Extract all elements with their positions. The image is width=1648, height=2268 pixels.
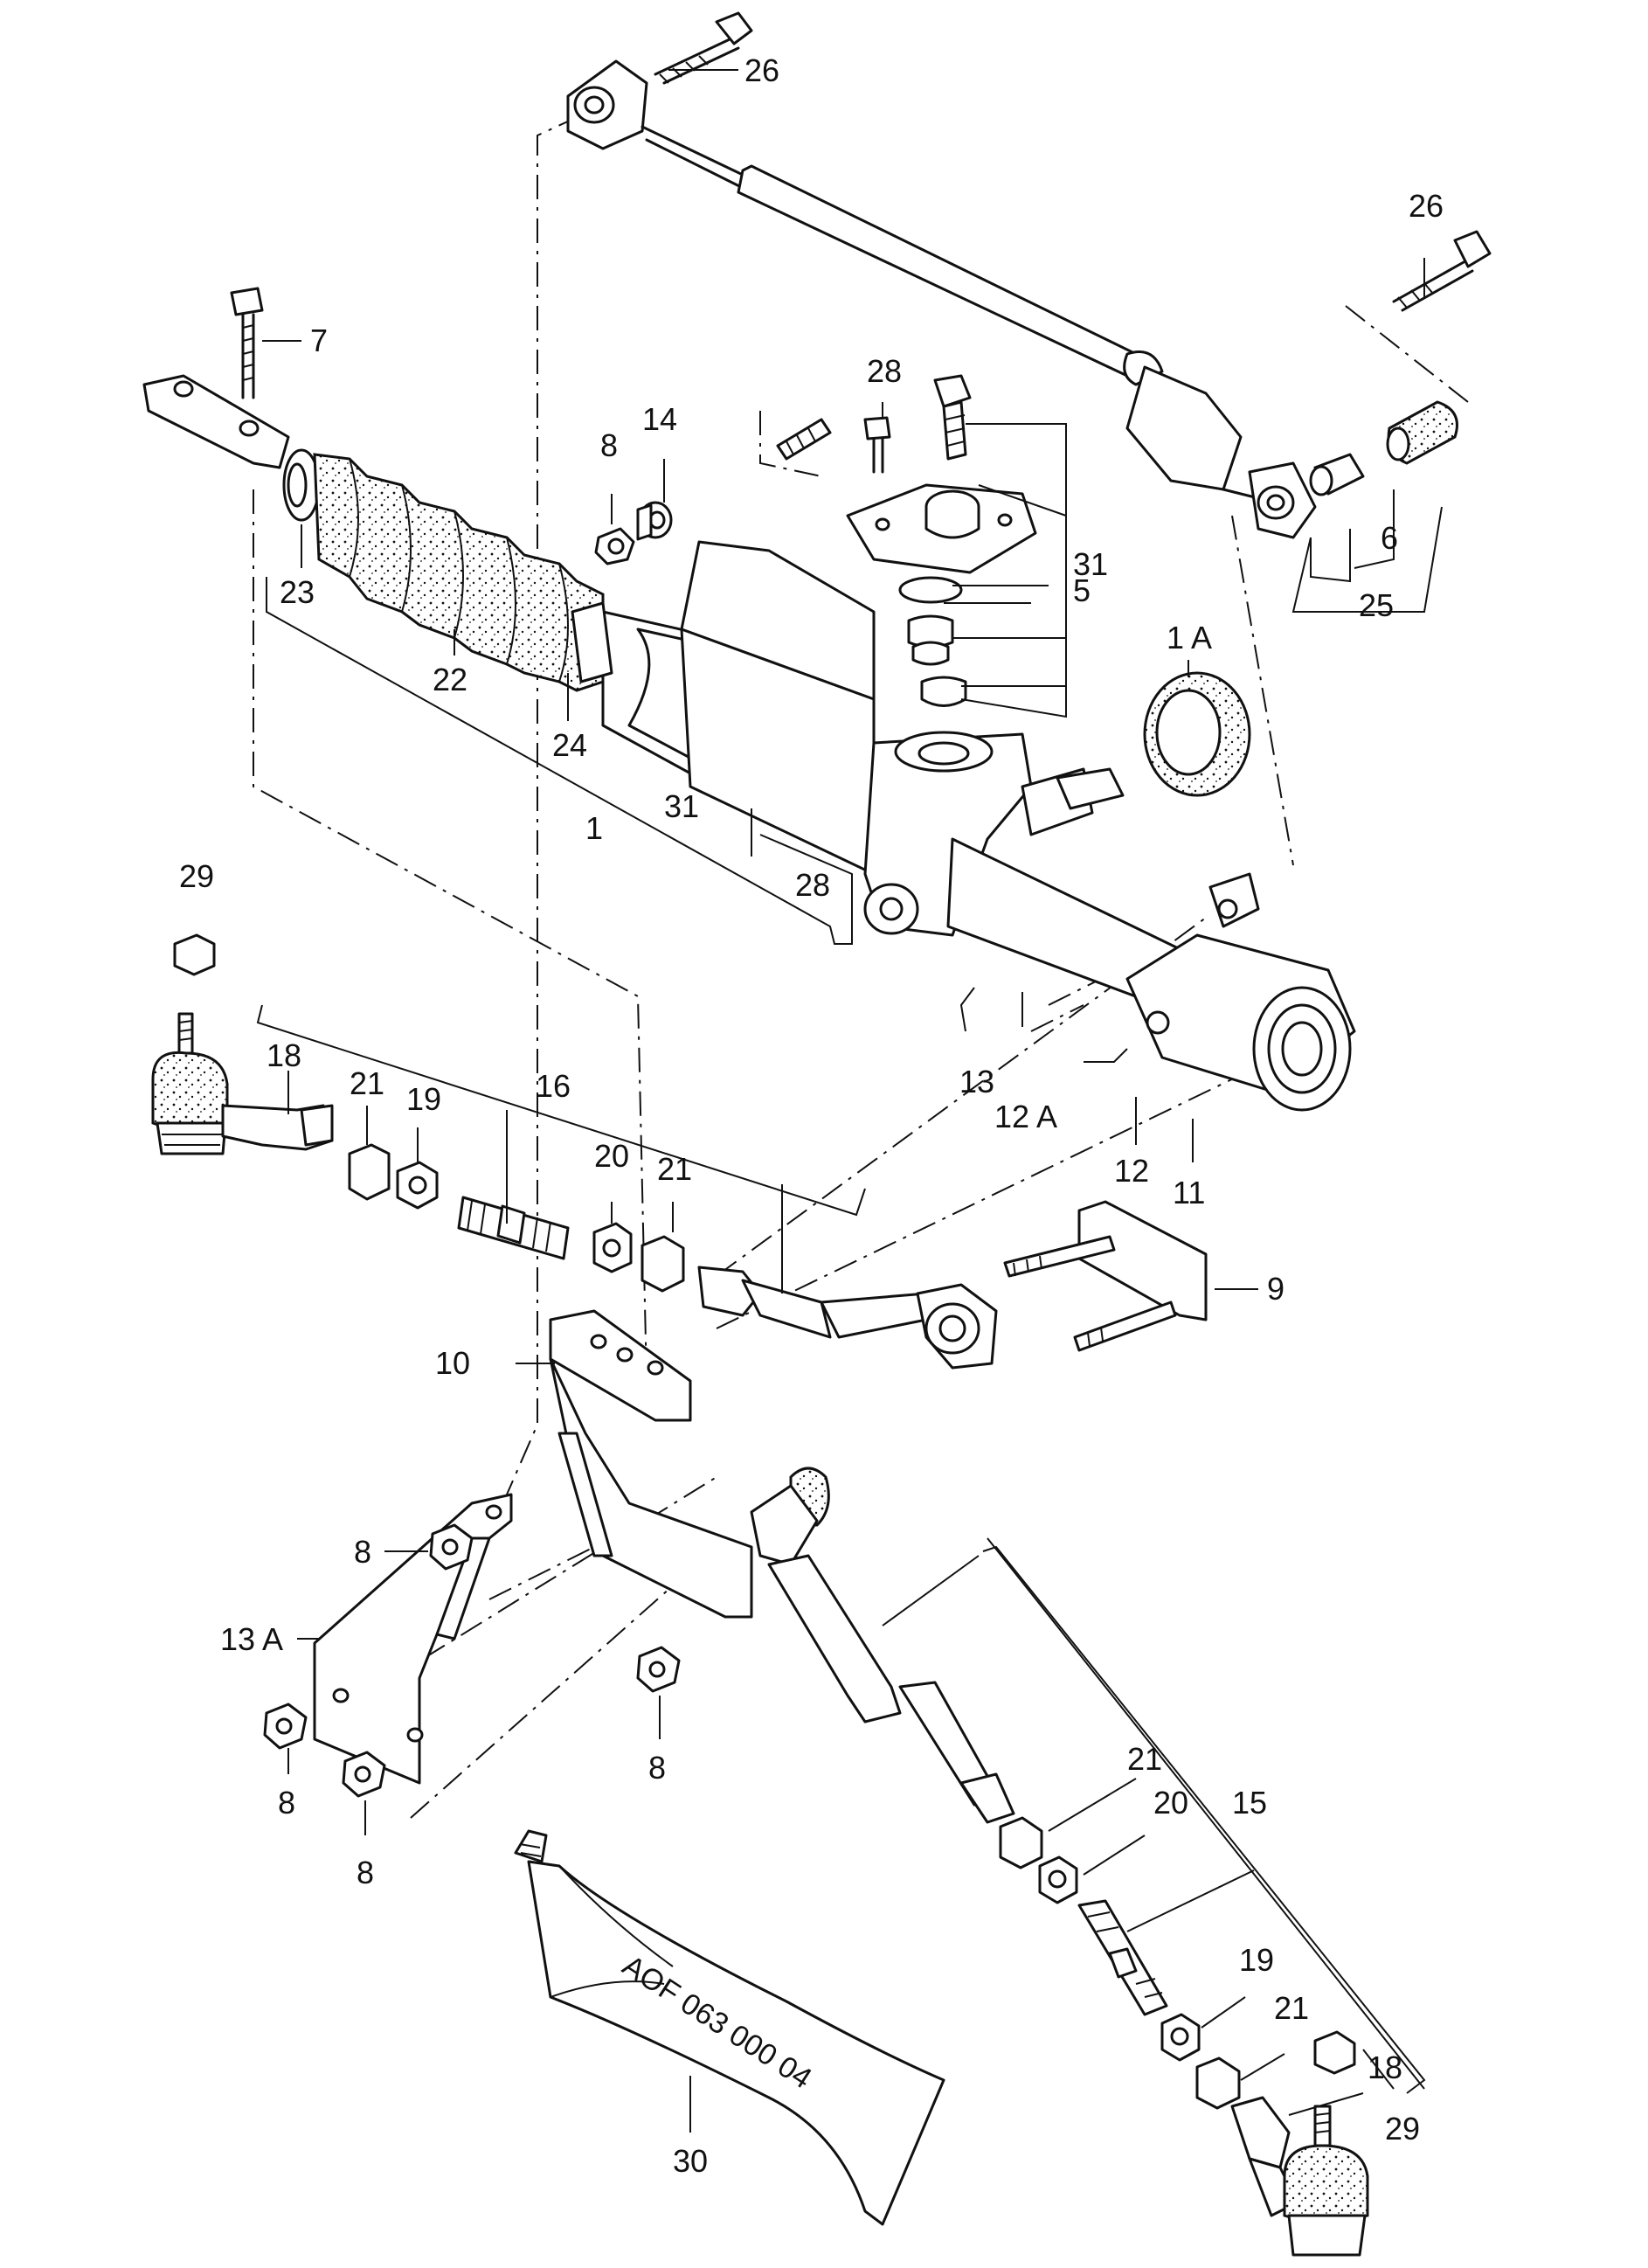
nut-19-right	[1160, 2013, 1201, 2062]
label-18-left: 18	[267, 1037, 301, 1073]
label-20-left: 20	[594, 1138, 629, 1174]
label-6: 6	[1381, 520, 1398, 556]
cover-plate-31	[846, 483, 1037, 707]
part-labels: 26 26 7 28 14 8 31 5 6 25 23 22 24 1 A 3…	[179, 52, 1444, 2179]
bolt-26-right	[1392, 230, 1492, 312]
label-13: 13	[959, 1064, 994, 1099]
washer-14	[636, 501, 673, 541]
tie-rod-end-right	[1230, 2096, 1369, 2257]
set-screw	[776, 418, 832, 461]
rack-housing	[601, 540, 1356, 1112]
nut-8-b	[263, 1703, 308, 1750]
label-12: 12	[1114, 1153, 1149, 1189]
bolt-28-top	[863, 416, 891, 474]
label-21-lower: 21	[1274, 1990, 1309, 2026]
label-15: 15	[1232, 1785, 1267, 1821]
tie-rod-end-left	[151, 1012, 334, 1155]
label-26-right: 26	[1409, 188, 1444, 224]
label-28-top: 28	[867, 353, 902, 389]
adjusting-stud-16	[457, 1196, 570, 1260]
label-21-left: 21	[350, 1065, 384, 1101]
label-20-right: 20	[1153, 1785, 1188, 1821]
cap-1A	[1056, 671, 1251, 810]
label-21-mid: 21	[657, 1151, 692, 1187]
label-5: 5	[1073, 572, 1091, 608]
label-8-d: 8	[648, 1750, 666, 1786]
mounting-bracket-9	[1003, 1200, 1208, 1352]
nut-8-upper	[594, 527, 635, 565]
label-1: 1	[585, 810, 603, 846]
mounting-bracket-10	[549, 1309, 753, 1619]
label-19-right: 19	[1239, 1942, 1274, 1978]
nut-21-left	[348, 1143, 391, 1201]
label-10: 10	[435, 1345, 470, 1381]
label-7: 7	[310, 323, 328, 358]
nut-21-lower	[1195, 2056, 1241, 2110]
label-1A: 1 A	[1167, 620, 1212, 655]
boot-clamp-23	[282, 448, 321, 522]
boot-clamp-24	[571, 601, 613, 683]
label-26-top: 26	[744, 52, 779, 88]
nut-8-d	[636, 1646, 681, 1693]
rubber-boot-22	[313, 453, 605, 692]
leader-lines	[256, 69, 1443, 2133]
label-21-right: 21	[1127, 1741, 1162, 1777]
label-11: 11	[1173, 1175, 1205, 1210]
rack-end-left	[142, 374, 290, 469]
grease-tube-30: AOF 063 000 04	[514, 1829, 945, 2226]
nut-29-top	[173, 933, 216, 976]
label-29-bottom: 29	[1385, 2111, 1420, 2147]
adjusting-stud-15	[1077, 1899, 1168, 2016]
nut-20-left	[592, 1222, 633, 1273]
mount-block	[1208, 872, 1260, 928]
label-31-right: 31	[1073, 546, 1108, 582]
label-18-right: 18	[1368, 2050, 1402, 2085]
label-29-top: 29	[179, 858, 214, 894]
nut-21-right	[999, 1816, 1043, 1869]
adjuster-bolt	[933, 374, 972, 461]
label-19-left: 19	[406, 1081, 441, 1117]
label-13A: 13 A	[220, 1621, 283, 1657]
mounting-bracket-13A	[313, 1493, 513, 1785]
nut-29-bottom	[1313, 2030, 1356, 2075]
label-28-mid: 28	[795, 867, 830, 903]
nut-19-left	[396, 1161, 439, 1210]
nut-21-mid	[641, 1235, 685, 1293]
label-8-a: 8	[354, 1534, 371, 1570]
label-24: 24	[552, 727, 587, 763]
label-30: 30	[673, 2143, 708, 2179]
label-23: 23	[280, 574, 315, 610]
tie-rod-right	[750, 1467, 1015, 1824]
nut-20-right	[1038, 1855, 1078, 1904]
label-8-upper: 8	[600, 427, 618, 463]
bolt-26-top	[654, 11, 753, 85]
tie-bar-assembly	[566, 59, 1317, 539]
label-31-mid: 31	[664, 788, 699, 824]
bolt-7	[230, 287, 264, 399]
bushing-6	[1309, 400, 1458, 496]
label-12A: 12 A	[994, 1099, 1057, 1134]
label-14: 14	[642, 401, 677, 437]
label-25: 25	[1359, 587, 1394, 623]
label-16: 16	[536, 1068, 571, 1104]
label-8-c: 8	[357, 1855, 374, 1890]
nut-8-c	[342, 1751, 386, 1798]
tie-rod-left	[697, 1266, 998, 1370]
label-8-b: 8	[278, 1785, 295, 1821]
nut-8-a	[429, 1523, 474, 1571]
label-9: 9	[1267, 1271, 1284, 1307]
label-22: 22	[433, 662, 467, 697]
